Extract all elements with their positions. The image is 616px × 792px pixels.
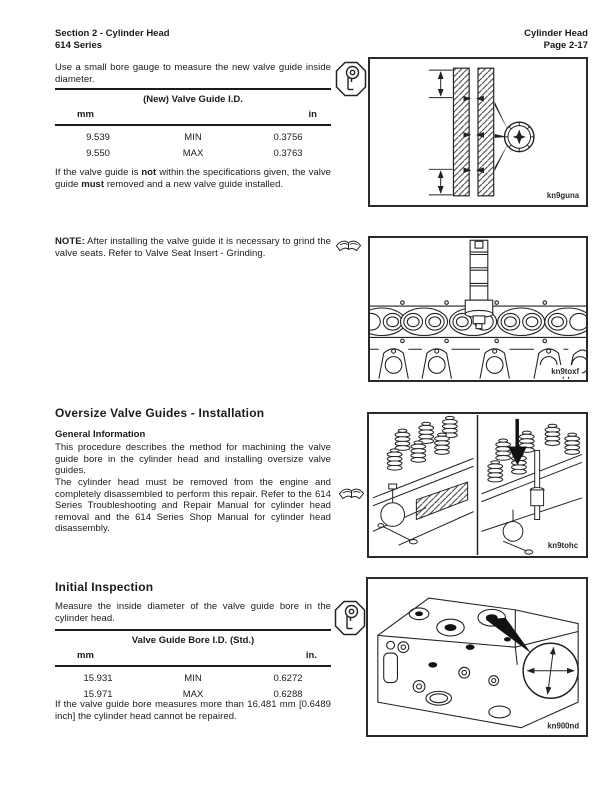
table-row: 9.539 MIN 0.3756	[55, 126, 331, 143]
open-book-icon	[335, 236, 362, 253]
cell-in: 0.6288	[273, 689, 303, 700]
cell-in: 0.6272	[273, 672, 303, 684]
figure-label: kn9toxf	[551, 367, 579, 376]
spec-warning-paragraph: If the valve guide is not within the spe…	[55, 167, 331, 190]
table-row: 9.550 MAX 0.3763	[55, 143, 331, 159]
note-text: After installing the valve guide it is n…	[55, 236, 331, 259]
table-row: 15.971 MAX 0.6288	[55, 684, 331, 700]
table-header-row: mm in	[55, 107, 331, 126]
cell-mm: 15.931	[83, 672, 113, 684]
cell-in: 0.3763	[273, 148, 303, 159]
valve-guide-cross-section-drawing: kn9guna	[428, 67, 583, 201]
header-right: Cylinder Head Page 2-17	[524, 28, 588, 51]
inspection-paragraph: Measure the inside diameter of the valve…	[55, 601, 331, 624]
cell-mm: 15.971	[83, 689, 113, 700]
bore-gauge-icon	[334, 600, 366, 636]
note-paragraph: NOTE: After installing the valve guide i…	[55, 236, 331, 259]
limit-paragraph: If the valve guide bore measures more th…	[55, 699, 331, 722]
bore-gauge-icon	[335, 61, 367, 97]
cylinder-head-disassembly-drawing: kn9tohc	[372, 414, 583, 556]
figure-valve-guide-installation: kn9toxf	[368, 236, 588, 382]
figure-label: kn9tohc	[548, 541, 579, 550]
intro-paragraph: Use a small bore gauge to measure the ne…	[55, 62, 331, 85]
section-title: Section 2 - Cylinder Head	[55, 28, 170, 39]
figure-label: kn9guna	[547, 191, 580, 200]
bold-word: not	[141, 167, 157, 178]
col-header-mm: mm	[77, 650, 94, 661]
oversize-paragraph-1: This procedure describes the method for …	[55, 442, 331, 477]
section-heading-oversize: Oversize Valve Guides - Installation	[55, 406, 265, 420]
valve-guide-bore-measurement-drawing: kn900nd	[377, 597, 583, 732]
cell-mm: 9.550	[86, 148, 110, 159]
oversize-paragraph-2: The cylinder head must be removed from t…	[55, 477, 331, 535]
bold-word: must	[81, 178, 105, 190]
col-header-in: in.	[305, 650, 317, 661]
page-number: Page 2-17	[543, 39, 588, 51]
spec-text: If the valve guide is	[55, 167, 139, 178]
table-header-row: mm in.	[55, 648, 331, 667]
cell-in: 0.3756	[273, 131, 303, 143]
cell-mm: 9.539	[86, 131, 110, 143]
figure-valve-guide-bore-measurement: kn900nd	[366, 577, 588, 737]
valve-guide-bore-id-table: Valve Guide Bore I.D. (Std.) mm in. 15.9…	[55, 629, 331, 700]
series-label: 614 Series	[55, 39, 103, 51]
table-title: (New) Valve Guide I.D.	[55, 88, 331, 107]
subheading-general-information: General Information	[55, 429, 146, 440]
cell-limit: MIN	[184, 131, 202, 143]
figure-cylinder-head-disassembly: kn9tohc	[367, 412, 588, 558]
cell-limit: MAX	[182, 689, 204, 700]
cell-limit: MAX	[182, 148, 204, 159]
spec-text: removed and a new valve guide installed.	[106, 178, 284, 190]
col-header-in: in	[308, 109, 317, 120]
chapter-label: Cylinder Head	[524, 28, 588, 39]
figure-label: kn900nd	[547, 722, 579, 731]
note-label: NOTE:	[55, 236, 85, 247]
col-header-mm: mm	[77, 109, 94, 120]
valve-guide-id-table: (New) Valve Guide I.D. mm in 9.539 MIN 0…	[55, 88, 331, 159]
table-title: Valve Guide Bore I.D. (Std.)	[55, 629, 331, 648]
open-book-icon	[338, 484, 365, 501]
spec-text: within the specifications given, the val…	[55, 167, 331, 190]
cell-limit: MIN	[184, 672, 202, 684]
header-left: Section 2 - Cylinder Head 614 Series	[55, 28, 170, 51]
table-row: 15.931 MIN 0.6272	[55, 667, 331, 684]
section-heading-initial-inspection: Initial Inspection	[55, 580, 154, 594]
valve-guide-installation-drawing: kn9toxf	[370, 239, 586, 379]
figure-valve-guide-cross-section: kn9guna	[368, 57, 588, 207]
